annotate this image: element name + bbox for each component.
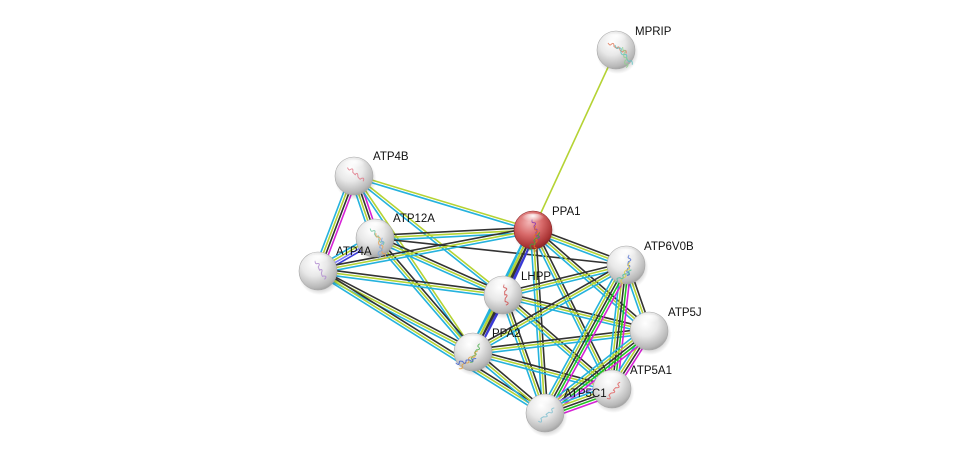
- node-ppa2[interactable]: PPA2: [453, 328, 521, 376]
- node-atp6v0b[interactable]: ATP6V0B: [606, 241, 694, 289]
- edge-evidence-textmining: [317, 270, 504, 296]
- edge-evidence-textmining: [542, 328, 649, 412]
- node-highlight: [461, 335, 485, 348]
- edge-evidence-neighborhood: [546, 265, 630, 416]
- edge-evidence-database: [529, 229, 544, 414]
- node-label-mprip: MPRIP: [635, 26, 672, 38]
- node-highlight: [363, 221, 387, 234]
- node-highlight: [533, 396, 557, 409]
- edge-evidence-database: [473, 266, 629, 356]
- node-atp5j[interactable]: ATP5J: [629, 307, 702, 355]
- node-highlight: [342, 159, 366, 172]
- edge-evidence-coexpression: [374, 237, 627, 266]
- edge-evidence-database: [529, 230, 611, 391]
- node-atp12a[interactable]: ATP12A: [355, 213, 436, 262]
- edge-evidence-textmining: [317, 270, 546, 414]
- edge-evidence-database: [539, 261, 623, 412]
- edge-evidence-database: [540, 326, 647, 410]
- node-highlight: [306, 254, 330, 267]
- edge-evidence-coexpression: [318, 267, 476, 351]
- edge-evidence-database: [372, 238, 472, 355]
- node-highlight: [491, 278, 515, 291]
- edge-atp12a-ppa1[interactable]: [374, 226, 534, 242]
- edge-atp12a-atp6v0b[interactable]: [374, 237, 627, 266]
- edge-evidence-coexpression: [471, 327, 650, 351]
- edge-evidence-database: [374, 231, 534, 242]
- edge-evidence-database: [317, 231, 535, 275]
- node-label-ppa1: PPA1: [552, 206, 581, 218]
- edge-evidence-textmining: [354, 174, 475, 353]
- node-label-atp6v0b: ATP6V0B: [644, 241, 694, 253]
- node-atp5a1[interactable]: ATP5A1: [592, 365, 672, 413]
- node-label-atp5j: ATP5J: [668, 307, 702, 319]
- edge-evidence-textmining: [353, 173, 535, 230]
- edge-atp4a-lhpp[interactable]: [316, 267, 505, 299]
- node-ppa1[interactable]: PPA1: [513, 206, 581, 254]
- edge-evidence-textmining: [374, 229, 534, 239]
- edge-evidence-database: [352, 176, 503, 297]
- edge-ppa2-atp6v0b[interactable]: [470, 261, 629, 356]
- edge-evidence-coexpression: [374, 226, 534, 237]
- edge-evidence-textmining: [532, 49, 617, 231]
- edges-layer: [313, 49, 654, 420]
- edge-evidence-experiments: [548, 266, 632, 417]
- node-label-atp5a1: ATP5A1: [630, 365, 672, 377]
- node-highlight: [600, 372, 624, 385]
- protein-structure-icon: [606, 381, 621, 400]
- edge-evidence-database: [352, 176, 534, 233]
- node-label-lhpp: LHPP: [521, 271, 551, 283]
- node-label-atp5c1: ATP5C1: [564, 388, 607, 400]
- edge-evidence-coexpression: [376, 235, 476, 352]
- edge-evidence-coexpression: [544, 264, 627, 414]
- edge-atp4b-ppa1[interactable]: [352, 173, 535, 233]
- node-label-atp4a: ATP4A: [336, 246, 372, 258]
- edge-evidence-textmining: [472, 264, 627, 353]
- edge-evidence-coexpression: [501, 261, 627, 294]
- edge-evidence-textmining: [317, 229, 534, 272]
- edge-evidence-coexpression: [318, 267, 548, 412]
- edge-evidence-coexpression: [503, 292, 615, 388]
- edge-atp6v0b-atp5c1[interactable]: [539, 261, 632, 417]
- node-label-ppa2: PPA2: [492, 328, 521, 340]
- edge-atp4a-ppa1[interactable]: [316, 226, 535, 275]
- edge-ppa1-atp5c1[interactable]: [529, 229, 549, 414]
- edge-evidence-coexpression: [470, 261, 626, 351]
- node-label-atp4b: ATP4B: [373, 151, 409, 163]
- node-atp4a[interactable]: ATP4A: [298, 246, 372, 295]
- node-highlight: [614, 248, 638, 261]
- edge-evidence-textmining: [541, 262, 625, 413]
- edge-evidence-coexpression: [375, 234, 505, 294]
- node-label-atp12a: ATP12A: [393, 213, 435, 225]
- edge-evidence-database: [316, 272, 504, 299]
- node-lhpp[interactable]: LHPP: [483, 271, 552, 319]
- node-mprip[interactable]: MPRIP: [596, 26, 672, 74]
- edge-evidence-coexpression: [317, 267, 505, 294]
- node-highlight: [521, 213, 545, 226]
- protein-structure-icon: [538, 407, 555, 423]
- node-highlight: [604, 33, 628, 46]
- edge-evidence-textmining: [532, 229, 650, 332]
- node-atp5c1[interactable]: ATP5C1: [525, 388, 607, 437]
- edge-evidence-coexpression: [533, 227, 652, 330]
- edge-evidence-textmining: [532, 229, 546, 414]
- edge-evidence-textmining: [472, 330, 650, 353]
- edge-ppa1-mprip[interactable]: [532, 49, 617, 231]
- node-highlight: [637, 314, 661, 327]
- edge-evidence-textmining: [472, 351, 613, 390]
- node-atp4b[interactable]: ATP4B: [334, 151, 409, 200]
- edge-evidence-database: [315, 272, 545, 417]
- edge-evidence-coexpression: [534, 229, 549, 414]
- edge-atp4a-atp5c1[interactable]: [315, 267, 548, 417]
- edge-evidence-coexpression: [316, 226, 534, 270]
